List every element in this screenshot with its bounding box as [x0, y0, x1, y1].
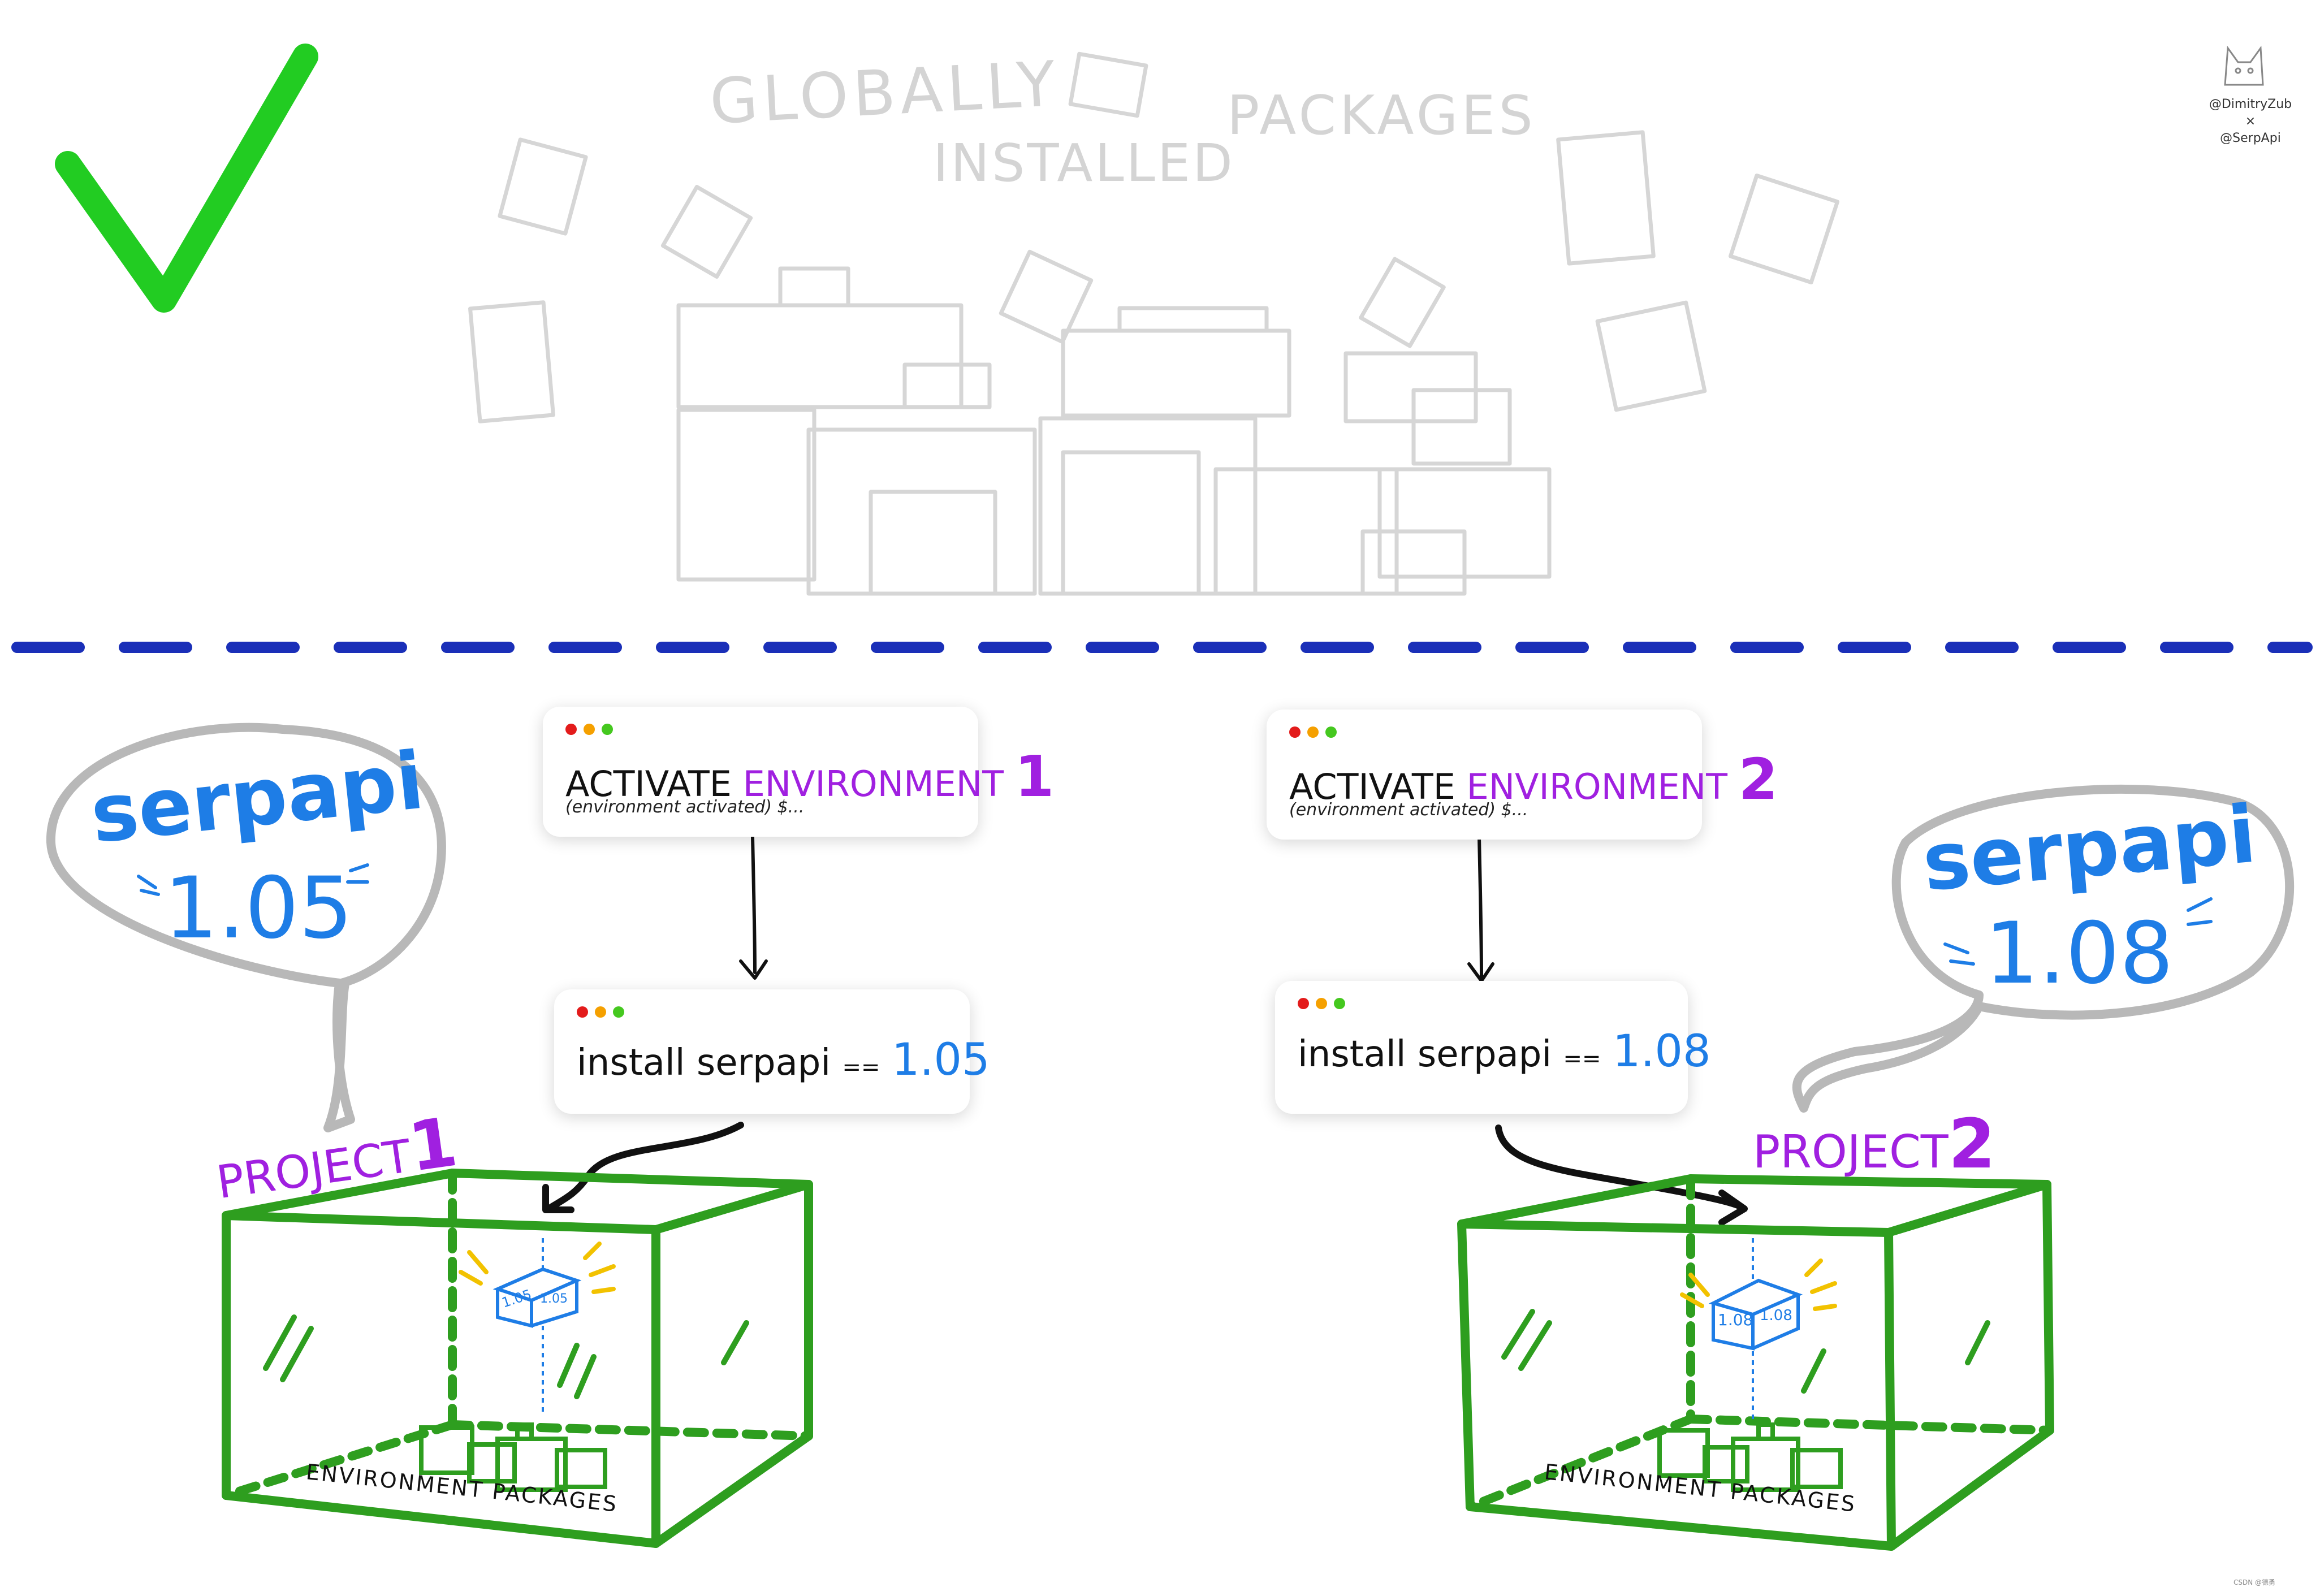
checkmark-icon [55, 44, 318, 313]
close-dot-icon [577, 1006, 588, 1018]
speech-bubble-right [1792, 784, 2295, 1113]
maximize-dot-icon [613, 1006, 624, 1018]
speech-bubble-left [46, 723, 446, 1132]
package-icon [468, 300, 555, 423]
env-packages-left [419, 1422, 607, 1492]
close-dot-icon [1289, 726, 1301, 738]
environment-number: 1 [1014, 743, 1055, 810]
install-equals: == [1563, 1046, 1601, 1072]
terminal-install-left: install serpapi == 1.05 [554, 989, 990, 1114]
package-icon [999, 249, 1094, 344]
close-dot-icon [1298, 998, 1309, 1009]
title-packages: PACKAGES [1227, 85, 1536, 147]
activate-word: ACTIVATE [1289, 766, 1455, 807]
install-text: install serpapi [577, 1042, 831, 1084]
watermark: CSDN @德勇 [2233, 1578, 2276, 1586]
window-controls [577, 1006, 624, 1018]
env-packages-right [1657, 1422, 1843, 1492]
terminal-activate-env-1: ACTIVATE ENVIRONMENT 1 (environment acti… [543, 707, 1054, 837]
minimize-dot-icon [595, 1006, 606, 1018]
terminal-install-right: install serpapi == 1.08 [1275, 981, 1711, 1114]
package-icon [1728, 173, 1840, 285]
install-text: install serpapi [1298, 1033, 1552, 1075]
minimize-dot-icon [584, 724, 595, 735]
activate-word: ACTIVATE [565, 763, 732, 805]
activated-prompt: (environment activated) $... [1289, 800, 1528, 820]
package-icon [1556, 130, 1656, 266]
package-icon [498, 137, 588, 236]
maximize-dot-icon [1334, 998, 1345, 1009]
project-box-left [222, 1169, 813, 1548]
sparkle-marks [137, 863, 2213, 966]
version-cube-left [492, 1238, 582, 1413]
install-equals: == [842, 1054, 880, 1080]
environment-word: ENVIRONMENT [742, 763, 1004, 805]
install-command: install serpapi == 1.05 [577, 1035, 990, 1085]
credit-line-1: @DimitryZub [2209, 97, 2292, 111]
maximize-dot-icon [1325, 726, 1337, 738]
activated-prompt: (environment activated) $... [565, 797, 805, 817]
minimize-dot-icon [1307, 726, 1319, 738]
install-version: 1.05 [891, 1035, 990, 1085]
cube-right-face-2: 1.08 [1760, 1307, 1792, 1324]
close-dot-icon [565, 724, 577, 735]
environment-word: ENVIRONMENT [1466, 766, 1728, 807]
project-label-right: PROJECT2 [1753, 1105, 1995, 1184]
author-credit: @DimitryZub × @SerpApi [2194, 96, 2307, 147]
terminal-activate-env-2: ACTIVATE ENVIRONMENT 2 (environment acti… [1267, 710, 1778, 840]
window-controls [565, 724, 613, 735]
package-icon [1359, 257, 1446, 348]
credit-line-3: @SerpApi [2220, 131, 2281, 145]
credit-line-2: × [2245, 114, 2256, 128]
install-version: 1.08 [1612, 1026, 1711, 1077]
project-word: PROJECT [1753, 1126, 1949, 1178]
package-icon [660, 185, 753, 279]
install-command: install serpapi == 1.08 [1298, 1026, 1711, 1077]
bubble-left-version: 1.05 [164, 859, 353, 958]
version-cube-right [1708, 1238, 1803, 1419]
title-installed: INSTALLED [933, 133, 1235, 193]
cube-left-face-2: 1.05 [540, 1292, 568, 1306]
environment-number: 2 [1738, 746, 1778, 812]
package-icon [1595, 300, 1707, 412]
cat-icon [2224, 45, 2264, 86]
floating-packages [468, 51, 1840, 423]
activate-command: ACTIVATE ENVIRONMENT 2 [1289, 746, 1778, 812]
bubble-right-version: 1.08 [1985, 905, 2174, 1003]
global-package-pile [676, 266, 1552, 596]
sparkle-yellow-right [1680, 1258, 1837, 1311]
project-number: 2 [1948, 1105, 1996, 1184]
package-icon [1068, 51, 1148, 118]
window-controls [1289, 726, 1337, 738]
maximize-dot-icon [602, 724, 613, 735]
activate-command: ACTIVATE ENVIRONMENT 1 [565, 743, 1054, 810]
cube-right-face-1: 1.08 [1718, 1310, 1753, 1329]
sparkle-yellow-left [459, 1242, 616, 1294]
minimize-dot-icon [1316, 998, 1327, 1009]
window-controls [1298, 998, 1345, 1009]
install-arrows [542, 1122, 1748, 1226]
